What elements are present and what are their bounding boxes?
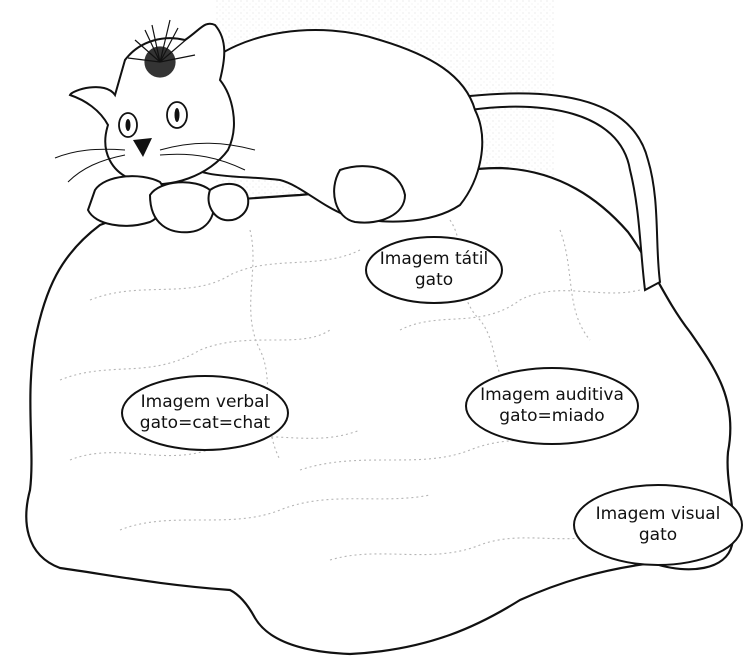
cat-left-pupil bbox=[126, 119, 131, 131]
verbal-label-line2: gato=cat=chat bbox=[122, 413, 288, 434]
cat-right-pupil bbox=[175, 108, 180, 122]
visual-label: Imagem visual gato bbox=[574, 504, 742, 546]
verbal-label: Imagem verbal gato=cat=chat bbox=[122, 392, 288, 434]
visual-label-line2: gato bbox=[574, 525, 742, 546]
tactile-label-line1: Imagem tátil bbox=[366, 249, 502, 270]
auditory-label-line1: Imagem auditiva bbox=[466, 385, 638, 406]
auditory-label: Imagem auditiva gato=miado bbox=[466, 385, 638, 427]
auditory-label-line2: gato=miado bbox=[466, 406, 638, 427]
visual-label-line1: Imagem visual bbox=[574, 504, 742, 525]
verbal-label-line1: Imagem verbal bbox=[122, 392, 288, 413]
tactile-label: Imagem tátil gato bbox=[366, 249, 502, 291]
cat-head bbox=[70, 24, 234, 184]
cat-right-paw bbox=[209, 184, 249, 220]
tactile-label-line2: gato bbox=[366, 270, 502, 291]
